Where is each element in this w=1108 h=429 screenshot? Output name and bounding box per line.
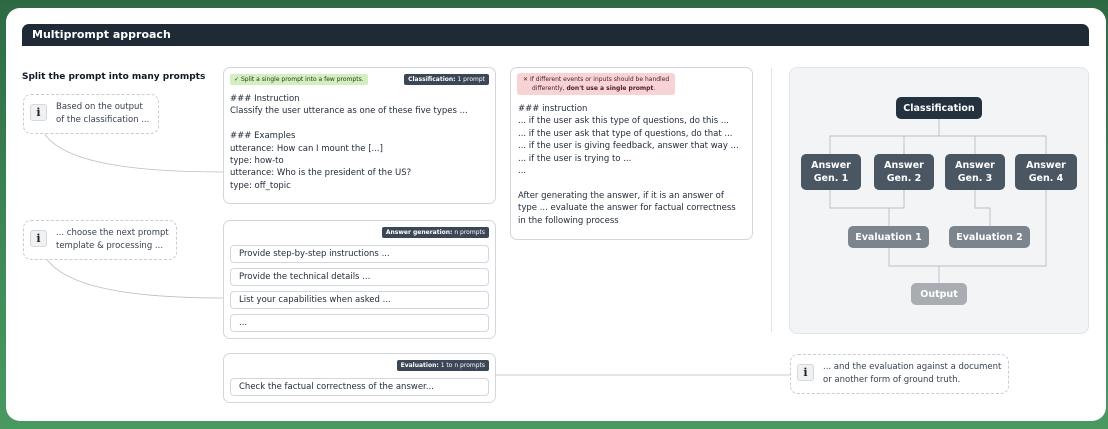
classification-tag: Classification: 1 prompt — [404, 74, 489, 85]
success-badge: ✓ Split a single prompt into a few promp… — [230, 74, 368, 85]
warning-line-1: If different events or inputs should be … — [529, 76, 670, 83]
tag-label: Evaluation: — [400, 362, 439, 369]
edge-gen2-eval1 — [889, 190, 905, 209]
evaluation-node-2: Evaluation 2 — [949, 226, 1030, 248]
check-icon: ✓ — [234, 76, 240, 83]
edge-gen3-eval2 — [974, 190, 991, 226]
page-title: Multiprompt approach — [22, 24, 1089, 46]
answer-prompt-field[interactable]: Provide the technical details ... — [230, 268, 489, 286]
warning-line-2: differently, — [532, 85, 567, 92]
info-note-next-prompt: i ... choose the next prompt template & … — [23, 220, 177, 260]
answer-prompt-field[interactable]: ... — [230, 314, 489, 332]
evaluation-panel: Evaluation: 1 to n prompts Check the fac… — [223, 353, 496, 403]
note-text: ... and the evaluation against a documen… — [823, 362, 1002, 385]
edge-classification-branch — [829, 135, 1047, 154]
output-node: Output — [911, 283, 967, 305]
info-icon: i — [797, 364, 814, 381]
edge-eval1-output — [888, 248, 940, 283]
warning-emphasis: don't use a single prompt — [566, 85, 654, 92]
info-icon: i — [30, 104, 47, 121]
answer-prompt-field[interactable]: List your capabilities when asked ... — [230, 291, 489, 309]
section-subtitle: Split the prompt into many prompts — [22, 72, 206, 82]
note-text: ... choose the next prompt template & pr… — [56, 228, 169, 251]
evaluation-prompt-field[interactable]: Check the factual correctness of the ans… — [230, 378, 489, 396]
answer-generation-panel: Answer generation: n prompts Provide ste… — [223, 220, 496, 339]
connector-note1 — [39, 123, 225, 173]
success-badge-text: Split a single prompt into a few prompts… — [240, 76, 364, 83]
answer-generation-tag: Answer generation: n prompts — [381, 227, 489, 238]
cross-icon: ✕ — [523, 76, 529, 83]
answer-gen-node-3: Answer Gen. 3 — [945, 154, 1005, 190]
info-note-classification: i Based on the output of the classificat… — [23, 94, 159, 134]
classification-node: Classification — [896, 97, 982, 119]
single-prompt-panel: ✕ If different events or inputs should b… — [510, 67, 753, 240]
classification-prompt-text: ### Instruction Classify the user uttera… — [230, 94, 468, 191]
classification-panel: ✓ Split a single prompt into a few promp… — [223, 67, 496, 204]
evaluation-node-1: Evaluation 1 — [848, 226, 929, 248]
tag-label: Classification: — [408, 76, 456, 83]
info-icon: i — [30, 230, 47, 247]
answer-gen-node-1: Answer Gen. 1 — [801, 154, 861, 190]
tag-count: n prompts — [452, 229, 485, 236]
warning-badge: ✕ If different events or inputs should b… — [517, 73, 676, 95]
vertical-divider — [771, 68, 772, 332]
tag-count: 1 prompt — [455, 76, 485, 83]
note-text: Based on the output of the classificatio… — [56, 102, 150, 125]
tag-count: 1 to n prompts — [438, 362, 485, 369]
evaluation-tag: Evaluation: 1 to n prompts — [396, 360, 489, 371]
answer-prompt-field[interactable]: Provide step-by-step instructions ... — [230, 245, 489, 263]
edge-gen4-output — [939, 190, 1047, 267]
edge-gen1-eval1 — [829, 190, 890, 226]
single-prompt-text: ### instruction ... if the user ask this… — [518, 104, 739, 226]
warning-line-end: . — [653, 85, 656, 92]
answer-gen-node-4: Answer Gen. 4 — [1015, 154, 1077, 190]
tag-label: Answer generation: — [385, 229, 453, 236]
info-note-evaluation: i ... and the evaluation against a docum… — [790, 354, 1009, 394]
answer-gen-node-2: Answer Gen. 2 — [874, 154, 934, 190]
